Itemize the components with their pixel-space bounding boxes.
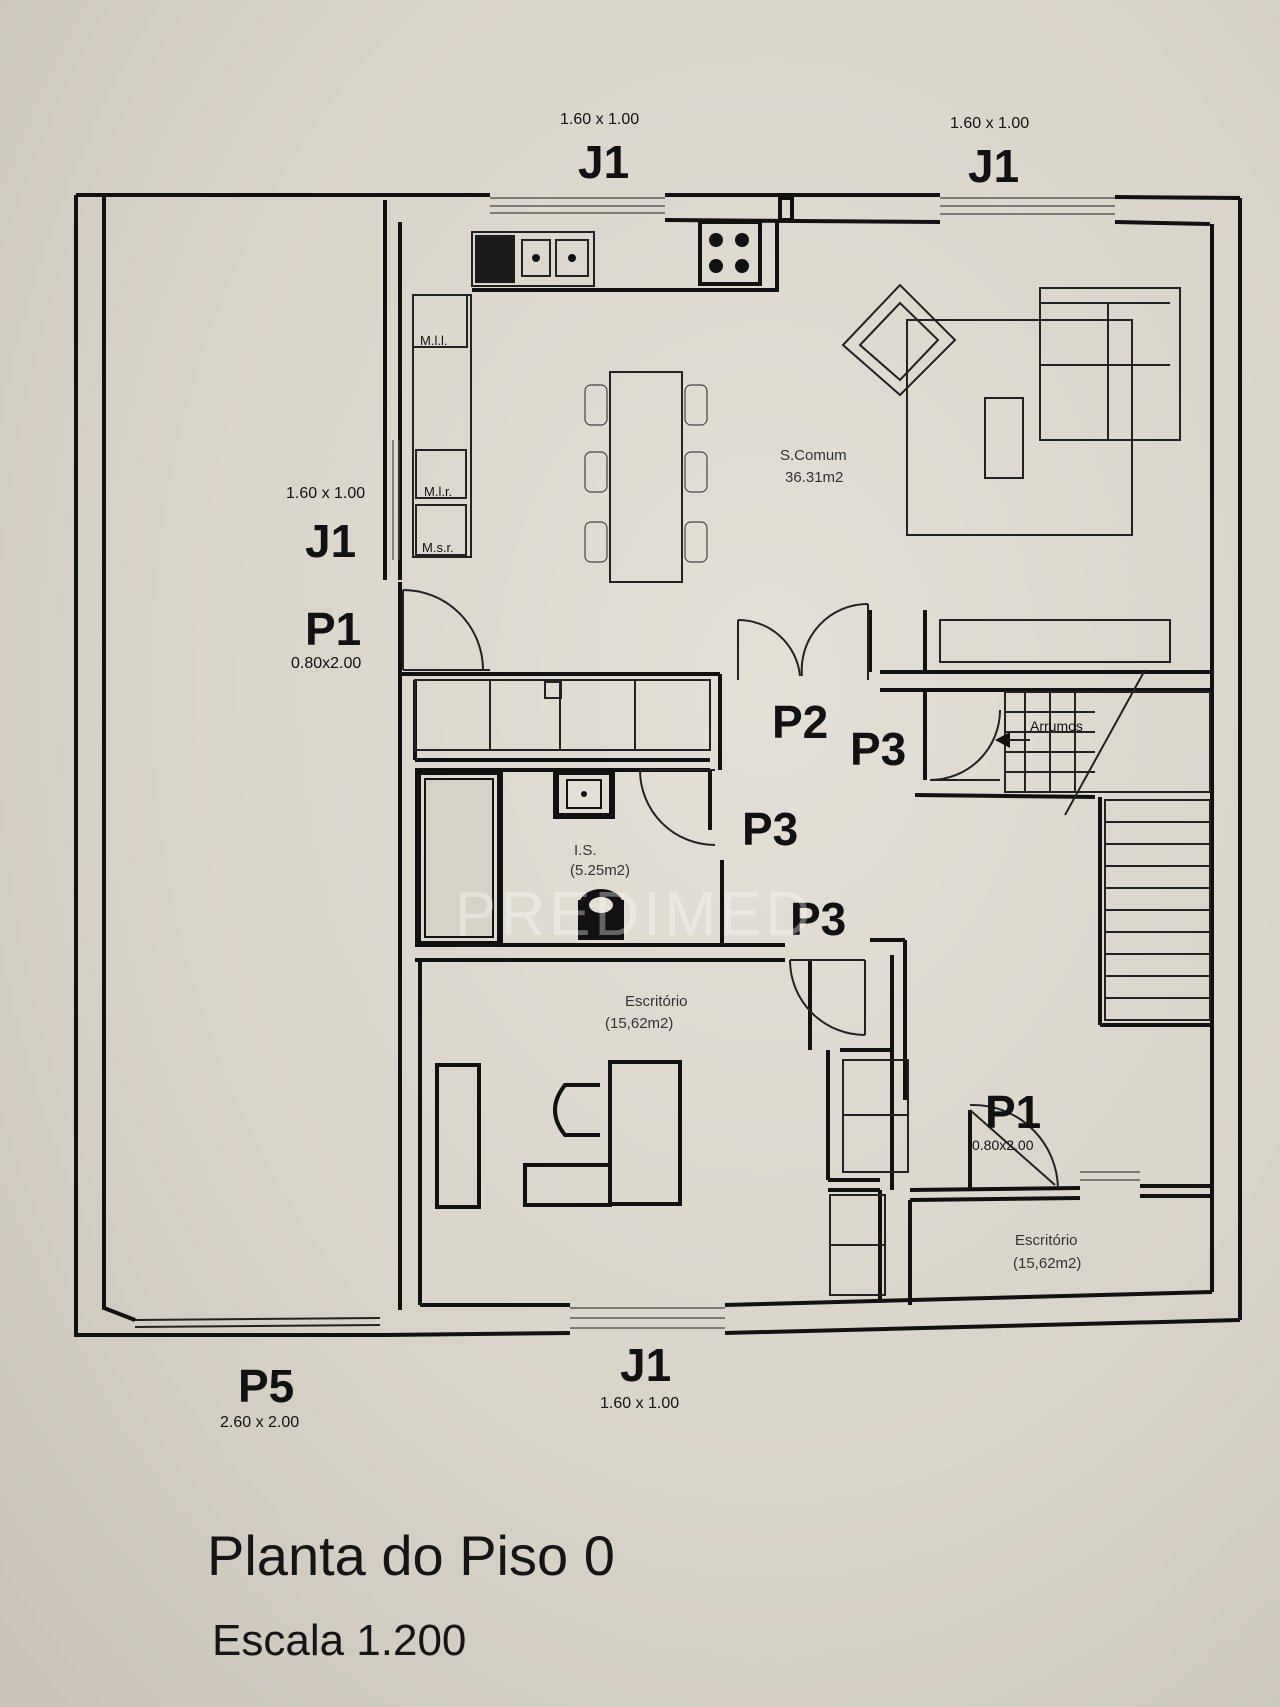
dining-table [584,371,708,583]
label-j1-top-left-size: 1.60 x 1.00 [560,111,639,128]
label-j1-top-right-size: 1.60 x 1.00 [950,115,1029,132]
room-wc-name: I.S. [574,842,597,859]
label-j1-top-right: J1 [968,140,1019,192]
plan-scale: Escala 1.200 [212,1616,466,1665]
room-office-main-name: Escritório [625,993,688,1010]
label-j1-left-size: 1.60 x 1.00 [286,485,365,502]
room-wc-area: (5.25m2) [570,862,630,879]
watermark: PREDIMED [455,880,814,949]
room-office-small-area: (15,62m2) [1013,1255,1081,1272]
label-p3-office: P3 [790,893,846,945]
labels: 1.60 x 1.00 J1 1.60 x 1.00 J1 1.60 x 1.0… [220,111,1041,1431]
label-p5-size: 2.60 x 2.00 [220,1414,299,1431]
label-p1-right-size: 0.80x2.00 [972,1137,1034,1153]
room-common-area: 36.31m2 [785,469,843,486]
label-j1-top-left: J1 [578,136,629,188]
fixture-msr: M.s.r. [422,540,454,555]
label-j1-left: J1 [305,515,356,567]
plan-title: Planta do Piso 0 [207,1524,615,1587]
stairs-label: Arrumos [1030,718,1083,734]
room-common-name: S.Comum [780,447,847,464]
label-j1-bottom-size: 1.60 x 1.00 [600,1395,679,1412]
room-office-main-area: (15,62m2) [605,1015,673,1032]
outer-walls [74,193,1242,1337]
fixture-mlr: M.l.r. [424,484,452,499]
office-furniture [435,1059,909,1296]
label-p1-left-size: 0.80x2.00 [291,655,361,672]
label-p5: P5 [238,1360,294,1412]
kitchen: M.l.l. M.l.r. M.s.r. [412,220,762,556]
doors [402,589,1059,1189]
corridor-cabinets [414,679,711,751]
windows [392,197,1140,1329]
wc-fixtures [415,769,624,947]
label-p1-right: P1 [985,1086,1041,1138]
room-labels: S.Comum 36.31m2 I.S. (5.25m2) Escritório… [570,447,1081,1272]
fixture-mll: M.l.l. [420,333,447,348]
stairs: Arrumos [995,669,1211,1021]
label-p3-wc: P3 [742,803,798,855]
label-p1-left: P1 [305,603,361,655]
label-j1-bottom: J1 [620,1339,671,1391]
label-p3-stair: P3 [850,723,906,775]
label-p2: P2 [772,696,828,748]
living-furniture [841,283,1181,663]
room-office-small-name: Escritório [1015,1232,1078,1249]
